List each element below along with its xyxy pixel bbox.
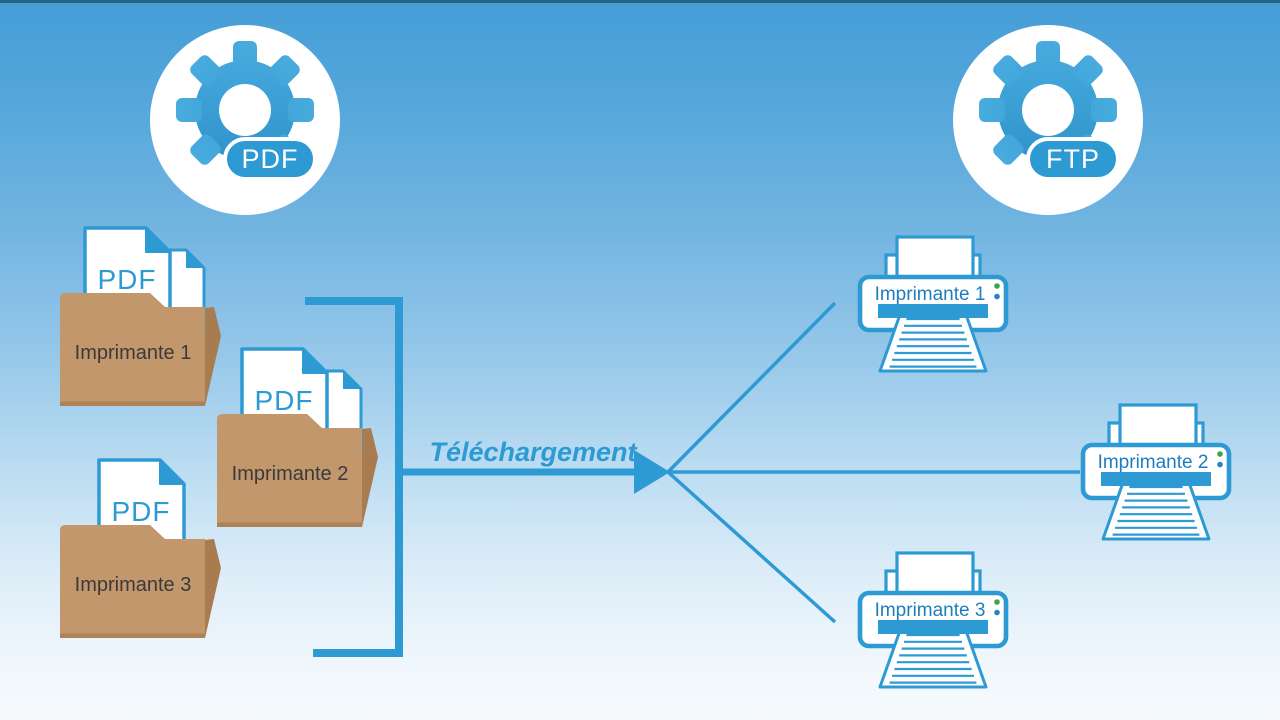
status-dot-blue	[1217, 461, 1223, 468]
folder-label: Imprimante 3	[75, 574, 192, 596]
pdf-badge-label: PDF	[242, 144, 299, 174]
folder-label: Imprimante 1	[75, 342, 192, 364]
status-dot-green	[994, 283, 1000, 289]
printer-label: Imprimante 3	[875, 600, 986, 621]
pdf-document-label: PDF	[255, 385, 314, 416]
printer-imprimante-1: Imprimante 1	[860, 237, 1006, 371]
status-dot-blue	[994, 293, 1000, 300]
ftp-badge	[1026, 137, 1120, 181]
ftp-badge-label: FTP	[1046, 144, 1100, 174]
printer-imprimante-3: Imprimante 3	[860, 553, 1006, 687]
status-dot-blue	[994, 609, 1000, 616]
pdf-document-label: PDF	[112, 496, 171, 527]
connector-line-printer-1	[666, 301, 837, 474]
download-arrow: Téléchargement	[399, 437, 670, 494]
pdf-document-label: PDF	[98, 264, 157, 295]
folder-imprimante-3: PDF Imprimante 3	[60, 458, 221, 638]
printer-label: Imprimante 1	[875, 284, 986, 305]
folder-imprimante-1: PDF Imprimante 1	[60, 226, 221, 406]
arrow-head	[634, 450, 670, 494]
status-dot-green	[1217, 451, 1223, 457]
connector-line-printer-3	[666, 470, 837, 624]
folder-label: Imprimante 2	[232, 463, 349, 485]
pdf-badge	[223, 137, 317, 181]
status-dot-green	[994, 599, 1000, 605]
top-edge-line	[0, 0, 1280, 3]
arrow-label: Téléchargement	[429, 437, 637, 467]
printer-imprimante-2: Imprimante 2	[1083, 405, 1229, 539]
pdf-engine-emblem: PDF	[150, 25, 340, 215]
folder-imprimante-2: PDF Imprimante 2	[217, 347, 378, 527]
ftp-engine-emblem: FTP	[953, 25, 1143, 215]
printer-label: Imprimante 2	[1098, 452, 1209, 473]
grouping-bracket	[305, 297, 403, 657]
